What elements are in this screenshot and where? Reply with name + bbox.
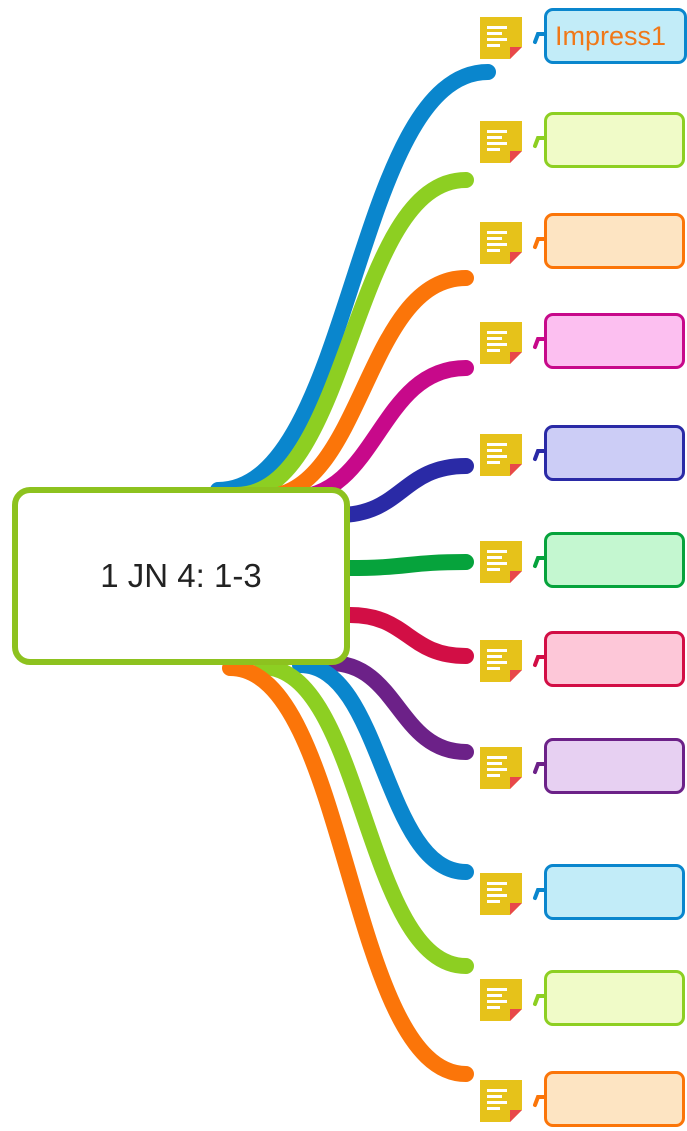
branch-connectors — [210, 64, 496, 1082]
branch-connector — [228, 172, 474, 503]
note-icon[interactable] — [478, 1078, 524, 1124]
branch-connector — [222, 660, 474, 1082]
topic-node-5[interactable] — [544, 425, 685, 481]
topic-node-2[interactable] — [544, 112, 685, 168]
topic-node-4[interactable] — [544, 313, 685, 369]
topic-node-6[interactable] — [544, 532, 685, 588]
topic-label: Impress1 — [555, 20, 667, 51]
note-icon[interactable] — [478, 320, 524, 366]
branch-connector — [330, 458, 474, 523]
branch-connector — [292, 657, 474, 880]
branch-connector — [342, 554, 474, 576]
topic-node-11[interactable] — [544, 1071, 685, 1127]
central-topic[interactable]: 1 JN 4: 1-3 — [12, 487, 350, 665]
topic-node-3[interactable] — [544, 213, 685, 269]
topic-node-8[interactable] — [544, 738, 685, 794]
branch-connector — [210, 64, 496, 498]
central-topic-label: 1 JN 4: 1-3 — [100, 557, 262, 594]
note-icon[interactable] — [478, 539, 524, 585]
branch-connector — [254, 270, 474, 505]
note-icon[interactable] — [478, 220, 524, 266]
note-icon[interactable] — [478, 977, 524, 1023]
note-icon[interactable] — [478, 119, 524, 165]
note-icon[interactable] — [478, 638, 524, 684]
note-icon[interactable] — [478, 871, 524, 917]
note-icon[interactable] — [478, 15, 524, 61]
branch-connector — [254, 659, 474, 974]
note-icon[interactable] — [478, 745, 524, 791]
branch-connector — [322, 655, 474, 760]
note-icon[interactable] — [478, 432, 524, 478]
topic-node-10[interactable] — [544, 970, 685, 1026]
branch-connector — [342, 607, 474, 664]
topic-node-1[interactable]: Impress1 — [544, 8, 687, 64]
topic-node-9[interactable] — [544, 864, 685, 920]
topic-node-7[interactable] — [544, 631, 685, 687]
